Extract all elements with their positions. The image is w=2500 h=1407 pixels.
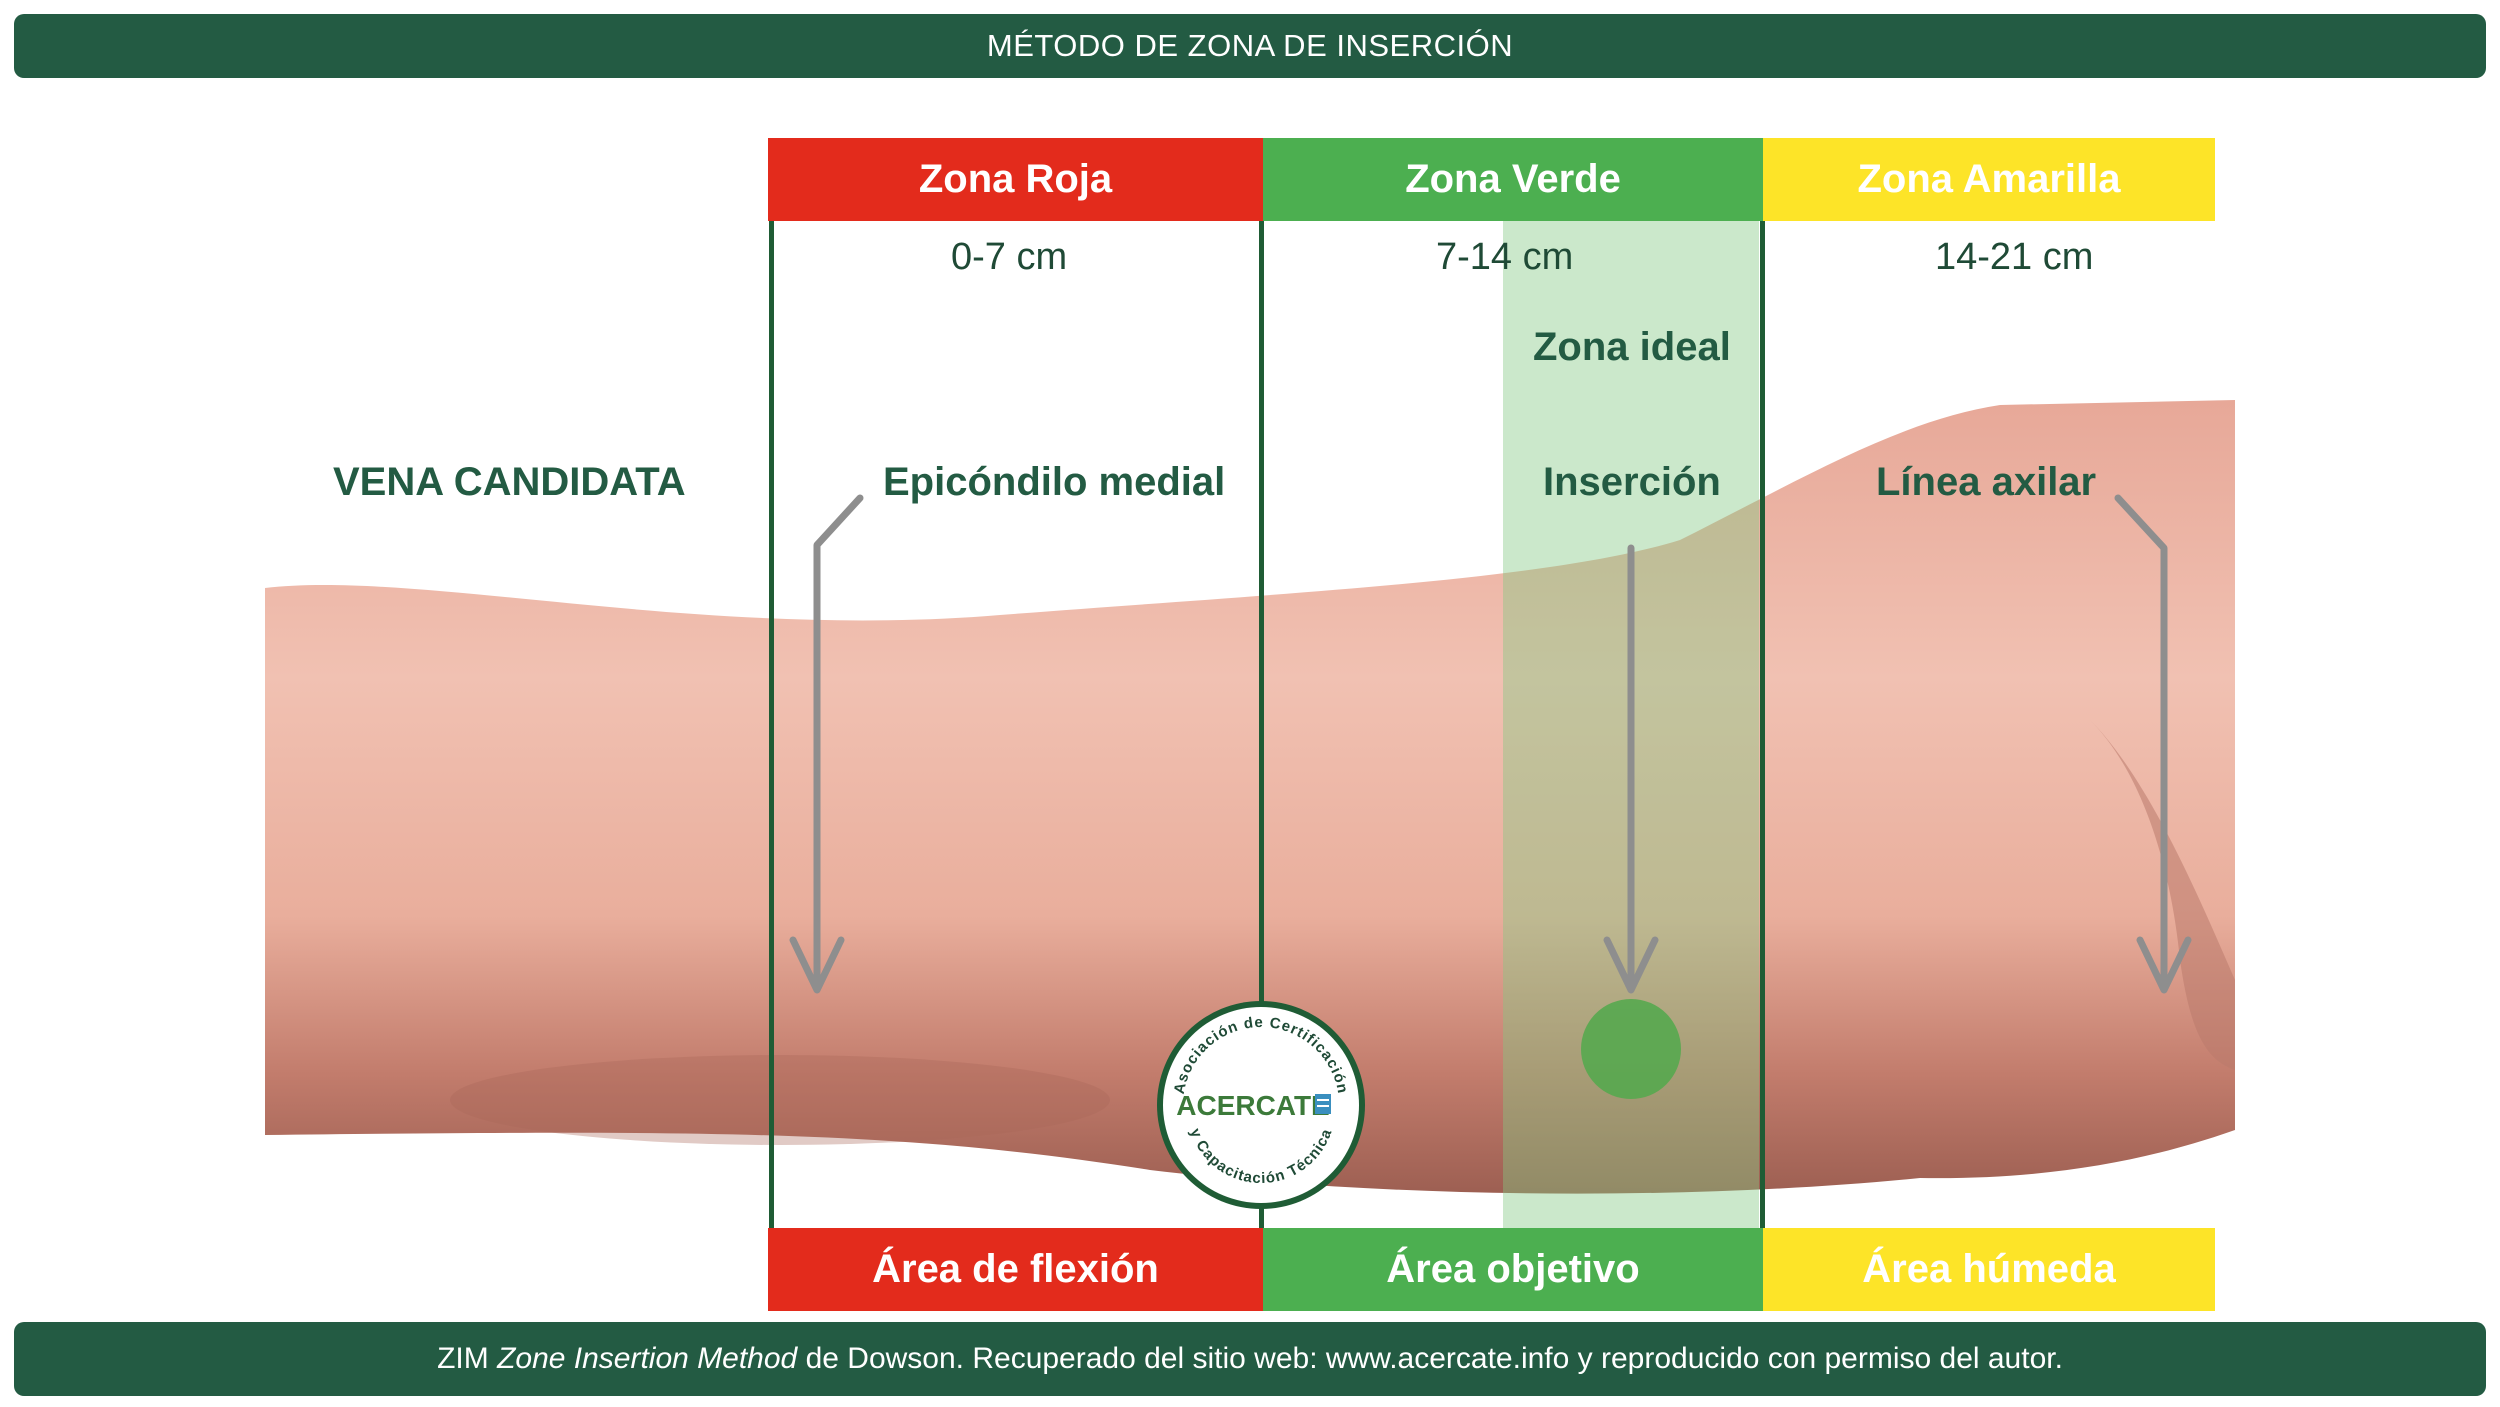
vena-candidata-label: VENA CANDIDATA (333, 460, 686, 504)
axilar-label: Línea axilar (1876, 460, 2097, 504)
zone-divider-2 (1259, 221, 1264, 1228)
zone-green-header: Zona Verde (1263, 138, 1763, 221)
armpit-shadow (2090, 720, 2235, 1070)
zone-yellow-header: Zona Amarilla (1763, 138, 2215, 221)
insertion-point (1581, 999, 1681, 1099)
zone-red-footer: Área de flexión (768, 1228, 1263, 1311)
footer-suffix: de Dowson. Recuperado del sitio web: www… (797, 1342, 2063, 1375)
zone-green-footer: Área objetivo (1263, 1228, 1763, 1311)
axilar-arrow (2114, 494, 2192, 994)
zone-yellow-range: 14-21 cm (1935, 236, 2094, 278)
zone-red-area: Área de flexión (872, 1247, 1159, 1291)
epicondilo-label: Epicóndilo medial (883, 460, 1226, 504)
footer-bar: ZIM Zone Insertion Method de Dowson. Rec… (14, 1322, 2486, 1396)
zone-green-range: 7-14 cm (1436, 236, 1574, 278)
ideal-zone-label: Zona ideal (1533, 325, 1731, 369)
zone-green-area: Área objetivo (1386, 1247, 1640, 1291)
zone-divider-1 (769, 221, 774, 1228)
acercate-logo: Asociación de Certificación y Capacitaci… (1157, 1001, 1365, 1209)
footer-italic: Zone Insertion Method (497, 1342, 798, 1375)
insercion-label: Inserción (1543, 460, 1721, 504)
elbow-shade (450, 1055, 1110, 1145)
zone-green-name: Zona Verde (1405, 157, 1621, 201)
arm-shape (265, 400, 2235, 1194)
page-title: MÉTODO DE ZONA DE INSERCIÓN (986, 28, 1514, 63)
logo-name: ACERCATE (1176, 1090, 1329, 1121)
insercion-arrow (1603, 544, 1659, 994)
logo-cube-icon (1315, 1094, 1331, 1114)
zone-divider-3 (1760, 221, 1765, 1228)
zone-red-name: Zona Roja (918, 157, 1113, 201)
footer-prefix: ZIM (437, 1342, 498, 1375)
zone-yellow-footer: Área húmeda (1763, 1228, 2215, 1311)
footer-citation: ZIM Zone Insertion Method de Dowson. Rec… (437, 1342, 2063, 1376)
zone-red-range: 0-7 cm (951, 236, 1068, 278)
zone-red-header: Zona Roja (768, 138, 1263, 221)
title-bar: MÉTODO DE ZONA DE INSERCIÓN (14, 14, 2486, 78)
epicondilo-arrow (789, 494, 864, 994)
zone-yellow-name: Zona Amarilla (1857, 157, 2121, 201)
zone-yellow-area: Área húmeda (1862, 1247, 2116, 1291)
